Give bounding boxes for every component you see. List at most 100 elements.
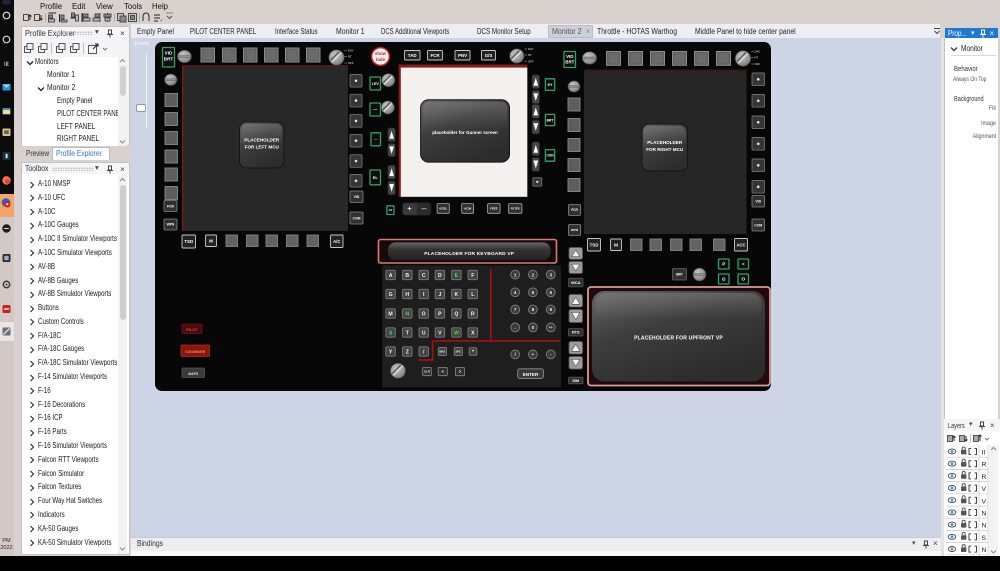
svg-text:8: 8 xyxy=(532,307,535,312)
svg-text:OFF: OFF xyxy=(348,61,354,65)
svg-text:SPC: SPC xyxy=(456,349,462,353)
svg-text:hide: hide xyxy=(376,57,386,62)
svg-text:I: I xyxy=(423,292,425,298)
svg-text:6: 6 xyxy=(550,290,553,295)
svg-text:9: 9 xyxy=(550,307,553,312)
svg-text:N: N xyxy=(405,311,409,317)
svg-text:/: / xyxy=(423,349,425,355)
svg-text:VID: VID xyxy=(354,195,360,199)
svg-text:M: M xyxy=(209,238,213,243)
svg-text:VID: VID xyxy=(755,200,761,204)
svg-text:DAY: DAY xyxy=(528,47,534,51)
svg-text:FCR: FCR xyxy=(167,204,175,208)
svg-text:+/-: +/- xyxy=(549,326,553,330)
svg-text:H: H xyxy=(405,292,409,298)
svg-text:O: O xyxy=(741,277,745,282)
svg-text:Y: Y xyxy=(389,349,393,355)
svg-text:PILOT: PILOT xyxy=(186,328,198,332)
svg-text:E: E xyxy=(455,273,459,279)
svg-text:+: + xyxy=(408,206,412,213)
svg-text:X: X xyxy=(471,330,475,336)
svg-text:FCR: FCR xyxy=(571,208,578,212)
svg-text:PLACEHOLDER: PLACEHOLDER xyxy=(647,140,683,145)
svg-text:U: U xyxy=(422,330,426,336)
svg-text:P: P xyxy=(438,311,442,317)
svg-text:CON: CON xyxy=(547,154,555,158)
svg-text:DAY: DAY xyxy=(348,49,354,53)
svg-text:R: R xyxy=(982,474,987,481)
svg-text:COM: COM xyxy=(754,223,762,227)
svg-text:/: / xyxy=(515,352,517,357)
svg-text:RTS: RTS xyxy=(572,331,580,335)
svg-text:N: N xyxy=(982,547,987,554)
svg-text:*: * xyxy=(472,349,474,355)
svg-text:G: G xyxy=(389,292,393,298)
svg-text:placeholder for Gunner screen: placeholder for Gunner screen xyxy=(432,130,498,135)
svg-text:VID: VID xyxy=(566,54,573,59)
svg-text:AZ: AZ xyxy=(389,208,393,212)
svg-text:FRZE: FRZE xyxy=(490,207,498,211)
svg-text:VID: VID xyxy=(165,51,173,56)
svg-text:+: + xyxy=(532,352,535,357)
svg-text:V: V xyxy=(982,486,987,493)
svg-text:--: -- xyxy=(375,138,378,142)
svg-text:W: W xyxy=(454,330,459,336)
svg-text:<: < xyxy=(742,262,745,267)
svg-text:ENTER: ENTER xyxy=(523,372,539,377)
svg-text:V: V xyxy=(438,330,442,336)
svg-text:D: D xyxy=(438,273,442,279)
svg-text:EL: EL xyxy=(373,175,379,180)
svg-text:A/C: A/C xyxy=(333,239,340,244)
svg-text:2: 2 xyxy=(532,272,535,277)
svg-text:O: O xyxy=(422,311,426,317)
svg-text:TAD: TAD xyxy=(408,53,417,58)
svg-text:PLACEHOLDER FOR KEYBOARD VP: PLACEHOLDER FOR KEYBOARD VP xyxy=(424,251,514,257)
svg-text:P: P xyxy=(722,262,725,267)
svg-text:V: V xyxy=(982,498,987,505)
svg-text:BRT: BRT xyxy=(547,118,554,122)
svg-text:OFF: OFF xyxy=(528,60,534,64)
svg-text:FILTER: FILTER xyxy=(511,206,520,210)
svg-text:G/S: G/S xyxy=(485,53,493,58)
svg-text:BKS: BKS xyxy=(440,349,446,353)
svg-text:S: S xyxy=(389,330,393,336)
svg-text:N: N xyxy=(982,511,987,518)
svg-text:FOR RIGHT MCU: FOR RIGHT MCU xyxy=(646,147,684,152)
svg-text:5: 5 xyxy=(532,290,535,295)
svg-text:FOR LEFT MCU: FOR LEFT MCU xyxy=(245,145,280,150)
svg-text:3: 3 xyxy=(550,272,553,277)
svg-text:ACM: ACM xyxy=(464,207,471,211)
svg-text:lit: lit xyxy=(4,61,9,68)
svg-text:AZ/EL: AZ/EL xyxy=(439,207,447,211)
svg-text:BRT: BRT xyxy=(565,60,574,65)
svg-text:F: F xyxy=(471,273,474,279)
svg-text:TSD: TSD xyxy=(184,239,193,244)
svg-text:4: 4 xyxy=(514,290,517,295)
svg-text:>: > xyxy=(459,369,462,374)
svg-text:WCA: WCA xyxy=(571,280,581,285)
svg-text:FCR: FCR xyxy=(430,53,440,58)
svg-text:CLR: CLR xyxy=(424,370,430,374)
svg-text:R: R xyxy=(982,462,987,469)
svg-text:M: M xyxy=(388,311,392,317)
svg-text:OFF: OFF xyxy=(755,62,761,66)
svg-text:II: II xyxy=(982,450,986,457)
svg-text:PNV: PNV xyxy=(458,53,467,58)
svg-text:C/GUNNER: C/GUNNER xyxy=(185,350,206,354)
svg-text:DAY: DAY xyxy=(755,50,761,54)
svg-text:.: . xyxy=(515,325,516,330)
svg-text:Z: Z xyxy=(406,349,410,355)
svg-text:WPN: WPN xyxy=(167,223,175,227)
svg-text:B: B xyxy=(405,273,409,279)
svg-text:WPN: WPN xyxy=(571,228,578,232)
svg-text:C: C xyxy=(422,273,426,279)
svg-text:PLACEHOLDER: PLACEHOLDER xyxy=(244,138,280,143)
svg-text:PLACEHOLDER FOR UPFRONT VP: PLACEHOLDER FOR UPFRONT VP xyxy=(634,336,723,342)
svg-text:NT: NT xyxy=(528,53,532,57)
svg-text:J: J xyxy=(438,292,441,298)
svg-text:T: T xyxy=(406,330,410,336)
svg-text:show: show xyxy=(375,51,387,56)
svg-text:BRT: BRT xyxy=(164,57,174,62)
svg-text:NT: NT xyxy=(755,56,759,60)
svg-text:IDM: IDM xyxy=(572,379,579,383)
